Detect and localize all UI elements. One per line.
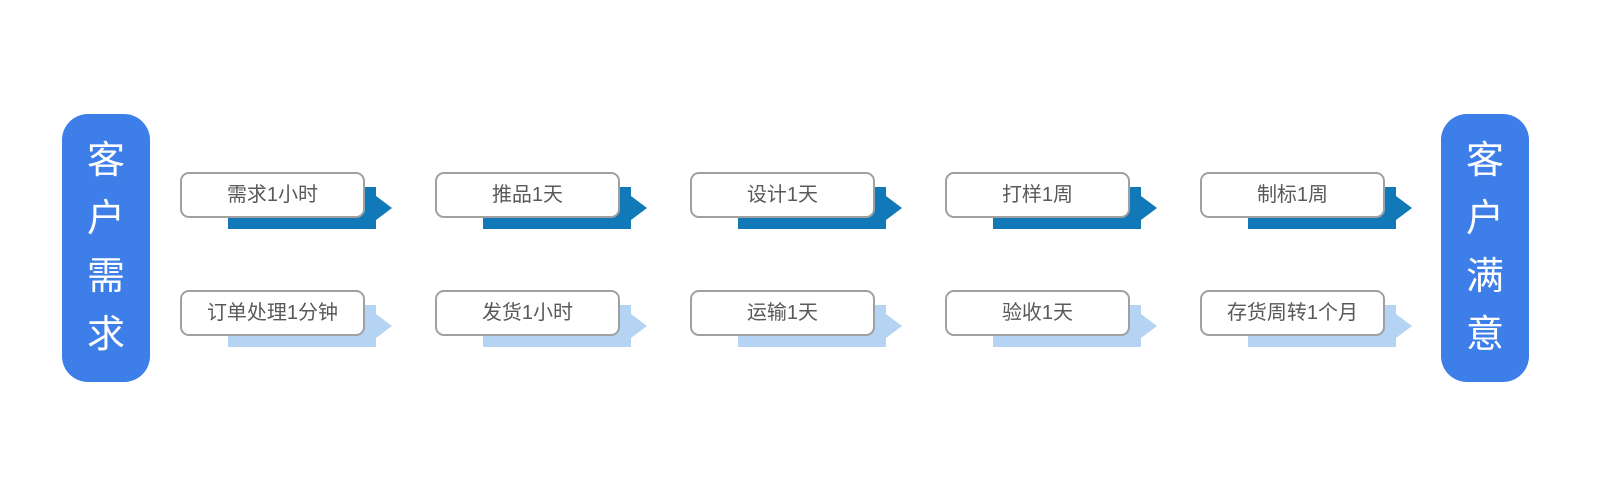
step-label: 需求1小时 bbox=[226, 184, 319, 206]
step-box: 存货周转1个月 bbox=[1200, 290, 1385, 336]
step-box: 验收1天 bbox=[945, 290, 1130, 336]
step-box: 打样1周 bbox=[945, 172, 1130, 218]
step-label: 运输1天 bbox=[746, 302, 819, 324]
terminal-label-char: 客 bbox=[1465, 140, 1504, 182]
terminal-label-char: 满 bbox=[1465, 256, 1504, 298]
step-label: 制标1周 bbox=[1256, 184, 1329, 206]
step-box: 运输1天 bbox=[690, 290, 875, 336]
process-step-bottom-1[interactable]: 订单处理1分钟 bbox=[180, 290, 392, 347]
start-terminal-customer-demand[interactable]: 客户需求 bbox=[62, 114, 150, 382]
terminal-label-char: 意 bbox=[1465, 314, 1504, 356]
process-step-bottom-5[interactable]: 存货周转1个月 bbox=[1200, 290, 1412, 347]
step-label: 存货周转1个月 bbox=[1226, 302, 1359, 324]
process-step-top-3[interactable]: 设计1天 bbox=[690, 172, 902, 229]
process-step-bottom-2[interactable]: 发货1小时 bbox=[435, 290, 647, 347]
terminal-label-char: 客 bbox=[86, 140, 125, 182]
end-terminal-customer-satisfaction[interactable]: 客户满意 bbox=[1441, 114, 1529, 382]
step-box: 需求1小时 bbox=[180, 172, 365, 218]
terminal-label-char: 户 bbox=[1465, 198, 1504, 240]
process-step-top-2[interactable]: 推品1天 bbox=[435, 172, 647, 229]
step-box: 设计1天 bbox=[690, 172, 875, 218]
process-step-bottom-3[interactable]: 运输1天 bbox=[690, 290, 902, 347]
process-step-top-5[interactable]: 制标1周 bbox=[1200, 172, 1412, 229]
step-label: 打样1周 bbox=[1001, 184, 1074, 206]
step-box: 发货1小时 bbox=[435, 290, 620, 336]
step-label: 设计1天 bbox=[746, 184, 819, 206]
step-box: 订单处理1分钟 bbox=[180, 290, 365, 336]
terminal-label-char: 需 bbox=[86, 256, 125, 298]
process-step-bottom-4[interactable]: 验收1天 bbox=[945, 290, 1157, 347]
step-label: 发货1小时 bbox=[481, 302, 574, 324]
step-box: 制标1周 bbox=[1200, 172, 1385, 218]
top-process-row: 需求1小时 推品1天 设计1天 打样1周 制标1周 bbox=[180, 172, 1412, 229]
process-step-top-4[interactable]: 打样1周 bbox=[945, 172, 1157, 229]
bottom-process-row: 订单处理1分钟 发货1小时 运输1天 验收1天 存货周转1个月 bbox=[180, 290, 1412, 347]
step-label: 验收1天 bbox=[1001, 302, 1074, 324]
process-step-top-1[interactable]: 需求1小时 bbox=[180, 172, 392, 229]
terminal-label-char: 求 bbox=[86, 314, 125, 356]
step-label: 推品1天 bbox=[491, 184, 564, 206]
step-label: 订单处理1分钟 bbox=[206, 302, 339, 324]
terminal-label-char: 户 bbox=[86, 198, 125, 240]
step-box: 推品1天 bbox=[435, 172, 620, 218]
